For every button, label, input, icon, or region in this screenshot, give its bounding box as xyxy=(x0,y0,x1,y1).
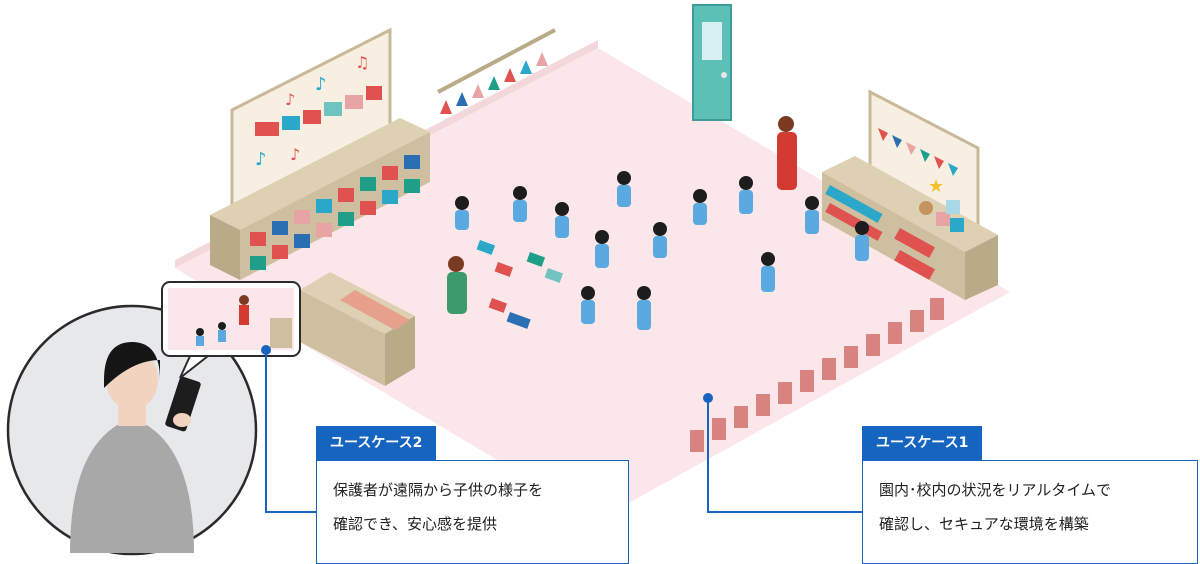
music-note-icon: ♪ xyxy=(290,145,300,164)
usecase1-box: 園内･校内の状況をリアルタイムで 確認し、セキュアな環境を構築 xyxy=(862,460,1198,564)
train-icon xyxy=(255,86,382,136)
door xyxy=(692,4,732,121)
usecase2-box: 保護者が遠隔から子供の様子を 確認でき、安心感を提供 xyxy=(316,460,629,564)
chairs-row xyxy=(690,298,944,452)
piano xyxy=(300,272,415,386)
left-cubby-shelf xyxy=(210,118,430,280)
music-note-icon: ♪ xyxy=(285,90,295,109)
usecase2-text-line1: 保護者が遠隔から子供の様子を xyxy=(333,481,544,499)
usecase1-tag: ユースケース1 xyxy=(862,426,983,460)
abc-blocks-icon xyxy=(936,200,964,232)
parent-viewer xyxy=(6,281,301,556)
music-note-icon: ♫ xyxy=(355,53,369,72)
usecase1-text-line2: 確認し、セキュアな環境を構築 xyxy=(879,515,1089,533)
usecase1-connector xyxy=(703,393,862,513)
usecase1-text-line1: 園内･校内の状況をリアルタイムで xyxy=(879,481,1112,499)
right-bookshelf xyxy=(822,156,998,300)
usecase2-text-line2: 確認でき、安心感を提供 xyxy=(333,515,497,533)
floor-mats xyxy=(476,240,564,329)
usecase2-tag: ユースケース2 xyxy=(316,426,437,460)
teachers xyxy=(447,116,797,314)
usecase2-connector xyxy=(261,345,316,513)
music-train-board: ♪ ♪ ♪ ♫ ♪ xyxy=(230,27,392,233)
music-note-icon: ♪ xyxy=(255,149,267,170)
star-icon: ★ xyxy=(928,176,944,197)
children xyxy=(455,171,869,330)
music-note-icon: ♪ xyxy=(315,74,327,95)
towel-rack xyxy=(437,28,556,114)
teddy-bear-icon xyxy=(919,201,933,215)
